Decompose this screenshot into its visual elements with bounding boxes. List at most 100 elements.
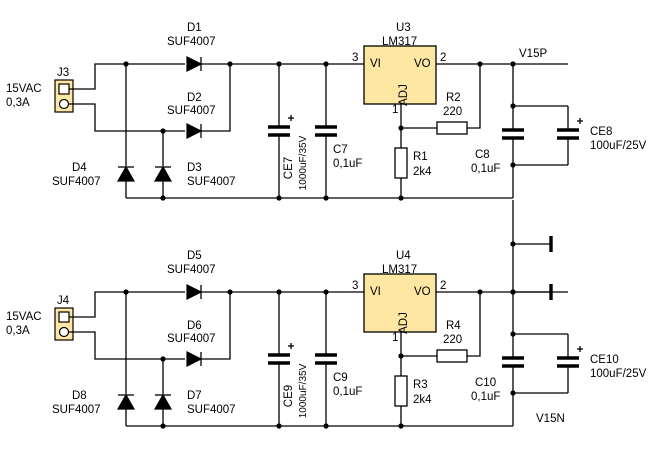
wire [201,64,231,132]
junction-dot [123,289,129,295]
junction-dot [276,195,282,201]
junction-dot [323,289,329,295]
input-current-label: 0,3A [6,325,30,337]
junction-dot [477,289,483,295]
junction-dot [276,423,282,429]
resistor-ref: R1 [413,151,428,163]
capacitor-value: 100uF/25V [590,140,647,152]
resistor-value: 2k4 [413,166,432,178]
diode-ref: D6 [187,320,202,332]
junction-dot [160,195,166,201]
diode-d2-icon [186,123,203,139]
regulator-pin-vo: VO [414,286,431,298]
junction-dot [510,241,516,247]
diode-ref: D5 [187,250,202,262]
wire [467,292,481,357]
diode-value: SUF4007 [167,264,216,276]
junction-dot [323,423,329,429]
junction-dot [276,61,282,67]
negative-supply-section: 15VAC0,3AJ4D5SUF4007D6SUF4007D8SUF4007D7… [6,250,647,429]
capacitor-ref: CE10 [590,354,619,366]
input-current-label: 0,3A [6,97,30,109]
resistor-r1-body [394,147,408,179]
diode-value: SUF4007 [167,36,216,48]
junction-dot [477,61,483,67]
capacitor-ref: C8 [475,149,490,161]
capacitor-value: 1000uF/35V [298,363,309,418]
capacitor-ref: C9 [333,372,348,384]
diode-ref: D7 [187,390,202,402]
diode-d5-icon [186,284,203,300]
capacitor-value: 0,1uF [471,391,500,403]
pin-number: 1 [392,332,398,344]
diode-value: SUF4007 [167,333,216,345]
capacitor-value: 0,1uF [333,386,362,398]
regulator-pin-adj: ADJ [398,84,410,106]
regulator-ref: U3 [396,22,411,34]
capacitor-ref: C7 [333,144,348,156]
diode-d8-icon [116,393,136,410]
junction-dot [227,289,233,295]
connector-ref: J4 [57,295,70,307]
diode-ref: D8 [72,390,87,402]
capacitor-ref: C10 [475,377,496,389]
resistor-ref: R3 [413,379,428,391]
resistor-r2-body [436,121,468,135]
connector-ref: J3 [57,67,69,79]
capacitor-ref: CE8 [590,126,612,138]
diode-value: SUF4007 [52,176,101,188]
rail-label: V15N [536,413,565,425]
junction-dot [323,61,329,67]
wire [69,63,126,90]
junction-dot [323,195,329,201]
junction-dot [123,61,129,67]
connector-pin-round [58,326,70,338]
regulator-ref: U4 [396,250,411,262]
pin-number: 2 [440,52,446,64]
input-voltage-label: 15VAC [6,311,42,323]
pin-number: 3 [352,280,358,292]
capacitor-value: 0,1uF [333,158,362,170]
resistor-ref: R2 [446,92,461,104]
diode-ref: D1 [187,22,202,34]
junction-dot [398,195,404,201]
resistor-value: 220 [443,334,462,346]
output-link [510,200,553,300]
diode-d7-icon [153,393,173,410]
junction-dot [276,289,282,295]
junction-dot [160,128,166,134]
rail-label: V15P [519,48,547,60]
junction-dot [398,423,404,429]
junction-dot [510,162,516,168]
resistor-ref: R4 [446,320,461,332]
pin-number: 1 [392,104,398,116]
input-voltage-label: 15VAC [6,83,42,95]
diode-d1-icon [186,56,203,72]
regulator-pin-adj: ADJ [398,312,410,334]
resistor-value: 220 [443,106,462,118]
capacitor-value: 100uF/25V [590,368,647,380]
diode-ref: D2 [187,92,202,104]
capacitor-value: 1000uF/35V [298,135,309,190]
wire [201,292,231,360]
wire [467,64,481,129]
diode-ref: D4 [72,162,87,174]
positive-supply-section: 15VAC0,3AJ3D1SUF4007D2SUF4007D4SUF4007D3… [6,22,647,201]
diode-value: SUF4007 [187,404,236,416]
junction-dot [510,390,516,396]
regulator-part: LM317 [382,264,417,276]
connector-pin-square [58,311,70,323]
connector-pin-round [58,98,70,110]
diode-d6-icon [186,351,203,367]
wire [69,331,163,360]
regulator-pin-vi: VI [370,286,381,298]
junction-dot [160,356,166,362]
diode-value: SUF4007 [52,404,101,416]
wire [69,291,126,318]
diode-d3-icon [153,165,173,182]
capacitor-ref: CE9 [283,385,295,407]
regulator-pin-vo: VO [414,58,431,70]
junction-dot [510,289,516,295]
regulator-body [363,273,437,333]
resistor-r3-body [394,375,408,407]
